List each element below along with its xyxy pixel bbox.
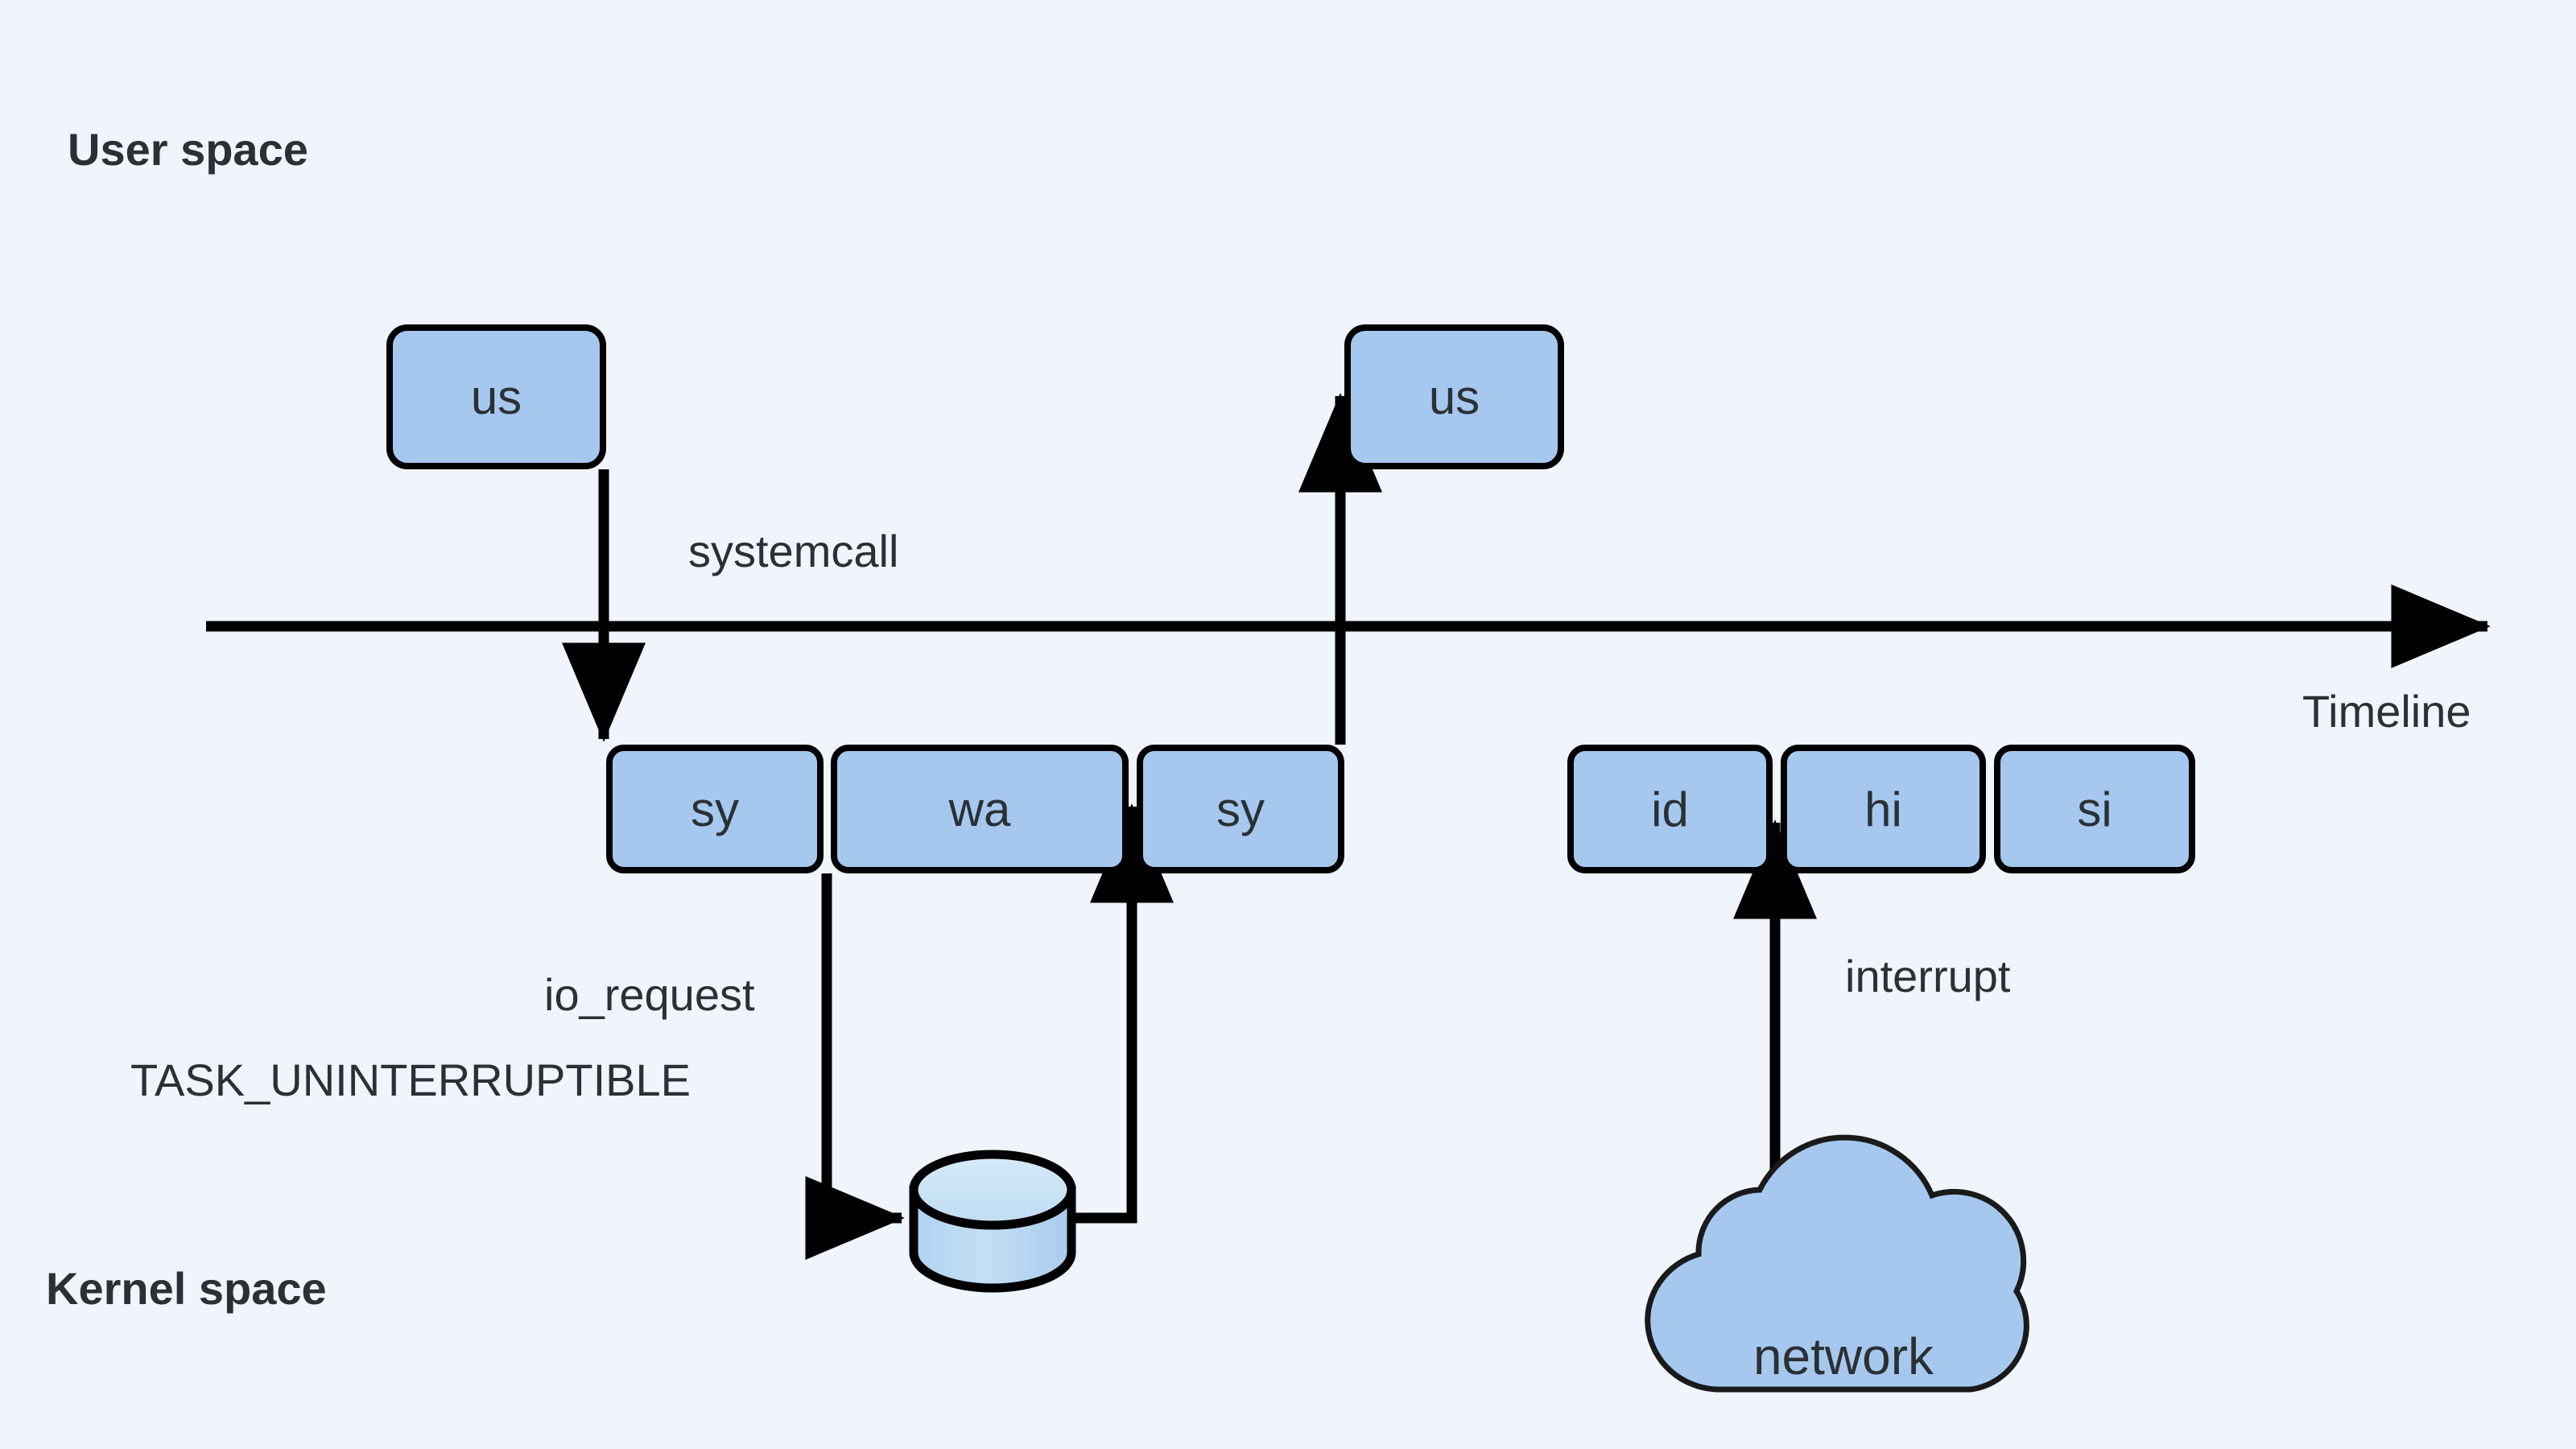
- io-request-label: io_request: [544, 969, 755, 1020]
- task-uninterruptible-label: TASK_UNINTERRUPTIBLE: [130, 1055, 691, 1105]
- io-request-path: [805, 873, 905, 1260]
- network-cloud-icon: [1645, 1134, 2029, 1393]
- timeline-label: Timeline: [2302, 686, 2471, 737]
- systemcall-label: systemcall: [688, 526, 899, 576]
- interrupt-label: interrupt: [1845, 951, 2011, 1001]
- user-space-title: User space: [68, 124, 308, 175]
- disk-cylinder-icon: [909, 1150, 1076, 1293]
- io-completion-path: [1073, 803, 1174, 1224]
- kernel-space-title: Kernel space: [46, 1263, 327, 1314]
